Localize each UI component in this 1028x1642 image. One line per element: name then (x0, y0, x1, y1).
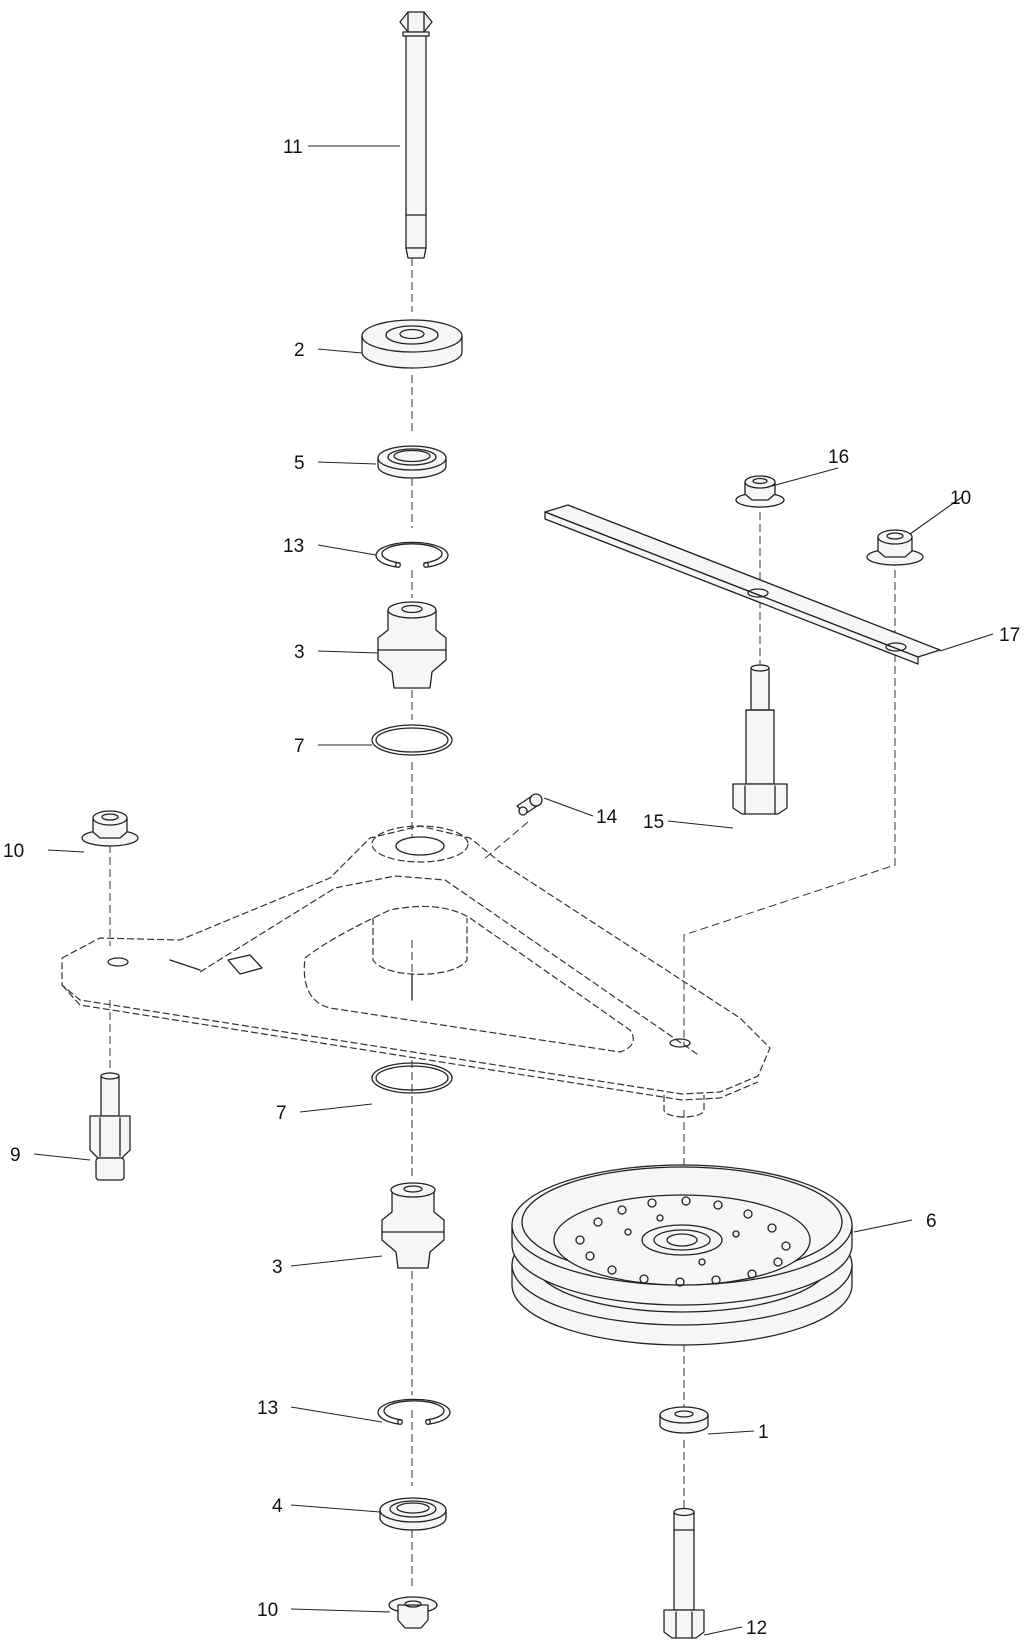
callout-5: 5 (294, 453, 305, 474)
part-3-bearing-lower (381, 1182, 445, 1269)
callout-labels: 11 2 5 13 3 7 14 10 15 16 10 17 7 9 3 6 … (3, 137, 1020, 1639)
part-3-bearing (377, 601, 447, 689)
callout-10-bottom: 10 (257, 1600, 278, 1621)
callout-16: 16 (828, 447, 849, 468)
part-12-bolt (663, 1507, 705, 1639)
leader-lines (33, 145, 994, 1636)
idler-arm-frame (61, 825, 771, 1118)
part-7-o-ring-lower (371, 1062, 453, 1094)
callout-1: 1 (758, 1422, 769, 1443)
part-14-grease-fitting (516, 793, 543, 816)
callout-9: 9 (10, 1145, 21, 1166)
callout-12: 12 (746, 1618, 767, 1639)
part-10-flange-nut-left (81, 810, 139, 847)
part-15-shoulder-bolt (732, 664, 788, 815)
part-7-o-ring (371, 724, 453, 756)
part-17-strap-bracket (544, 504, 941, 665)
part-13-retaining-ring (375, 541, 449, 568)
callout-13-lower: 13 (257, 1398, 278, 1419)
part-13-retaining-ring-lower (377, 1398, 451, 1425)
callout-14: 14 (596, 807, 618, 828)
callout-7-upper: 7 (294, 736, 305, 757)
callout-4: 4 (272, 1496, 283, 1517)
callout-17: 17 (999, 625, 1020, 646)
part-2-cap-disc (361, 319, 463, 369)
callout-10-right: 10 (950, 488, 971, 509)
callout-7-lower: 7 (276, 1103, 287, 1124)
callout-2: 2 (294, 340, 305, 361)
pulley-holes (575, 1196, 791, 1287)
callout-13-upper: 13 (283, 536, 304, 557)
part-11-long-bolt (399, 11, 433, 259)
part-10-flange-nut-bottom (388, 1596, 438, 1629)
part-5-seal (377, 445, 447, 479)
callout-3-upper: 3 (294, 642, 305, 663)
assembly-axes (109, 258, 896, 1588)
callout-6: 6 (926, 1211, 937, 1232)
callout-3-lower: 3 (272, 1257, 283, 1278)
part-6-idler-pulley (511, 1164, 853, 1346)
part-4-seal (379, 1497, 447, 1531)
callout-15: 15 (643, 812, 664, 833)
callout-11: 11 (283, 137, 303, 158)
part-9-stud-spacer (89, 1072, 131, 1181)
part-10-flange-nut-right (866, 529, 924, 566)
part-1-washer (659, 1406, 709, 1434)
callout-10-left: 10 (3, 841, 24, 862)
part-16-flange-nut (735, 475, 785, 508)
